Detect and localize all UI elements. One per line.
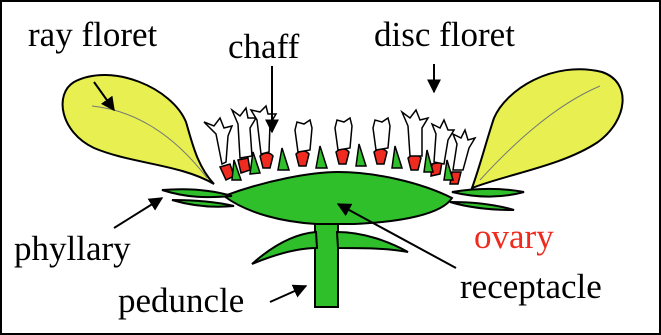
- ovary-3: [260, 153, 273, 168]
- corolla-8: [432, 120, 454, 164]
- lower-left-bract: [252, 232, 317, 264]
- corolla-6: [373, 118, 390, 150]
- ovary-4: [296, 151, 309, 166]
- ovary-6: [374, 149, 387, 164]
- phyllary-left-2: [172, 200, 234, 207]
- label-disc-floret: disc floret: [374, 15, 515, 54]
- corolla-4: [295, 120, 312, 152]
- chaff-5: [356, 144, 366, 166]
- phyllary-right: [452, 189, 524, 197]
- ray-floret-right: [472, 69, 623, 188]
- ovary-7: [408, 155, 421, 170]
- label-ovary: ovary: [474, 217, 554, 256]
- lower-right-bract: [337, 232, 408, 252]
- corolla-5: [335, 118, 352, 150]
- corolla-2: [232, 108, 256, 158]
- corolla-7: [402, 110, 428, 156]
- chaff-8: [444, 160, 453, 180]
- arrow-peduncle: [270, 286, 306, 302]
- phyllary-right-2: [450, 202, 514, 210]
- label-peduncle: peduncle: [118, 281, 244, 320]
- ray-floret-left: [63, 75, 214, 184]
- chaff-6: [392, 146, 402, 168]
- label-phyllary: phyllary: [14, 229, 131, 268]
- ovary-5: [336, 149, 349, 164]
- ovary-2: [238, 158, 250, 173]
- receptacle-shape: [224, 172, 452, 224]
- chaff-3: [278, 148, 289, 170]
- label-ray-floret: ray floret: [28, 15, 158, 54]
- phyllary-left: [162, 189, 232, 197]
- arrow-phyllary: [114, 198, 162, 228]
- chaff-7: [424, 150, 433, 172]
- label-chaff: chaff: [228, 27, 300, 66]
- corolla-9: [453, 130, 475, 170]
- chaff-4: [316, 146, 327, 168]
- corolla-1: [204, 118, 232, 164]
- label-receptacle: receptacle: [460, 267, 602, 306]
